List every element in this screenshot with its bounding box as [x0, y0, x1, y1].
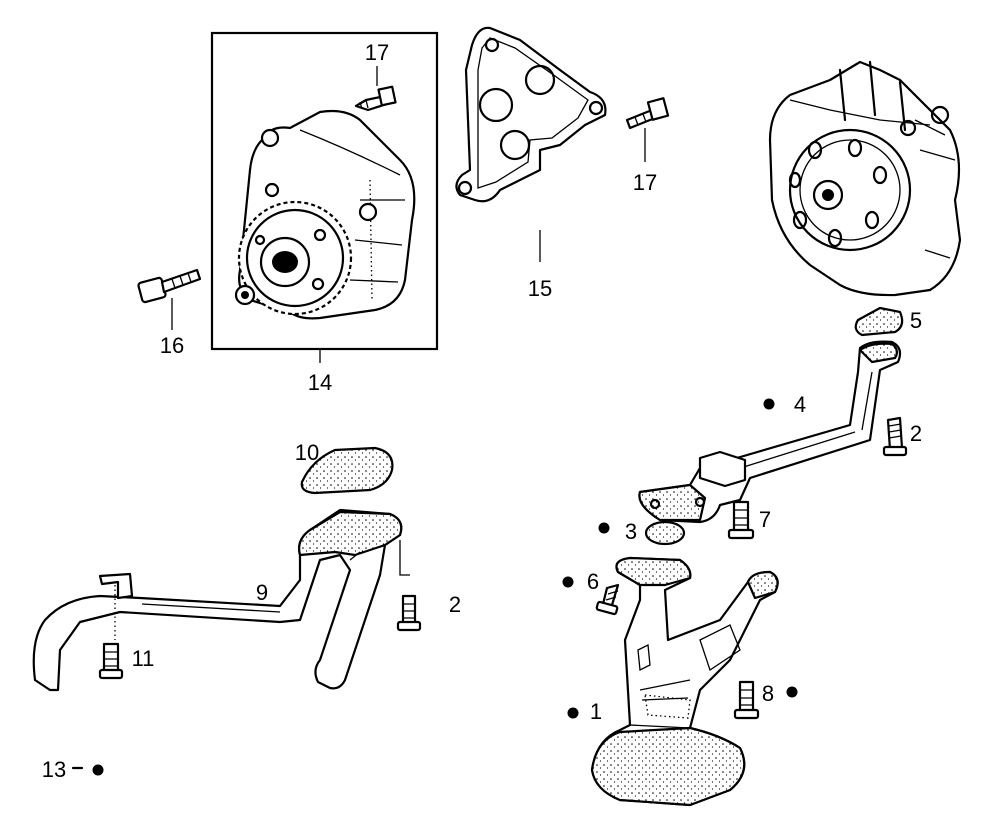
marker-dot-13 [92, 764, 104, 776]
callout-17-right: 17 [633, 170, 657, 195]
gasket-10 [300, 446, 394, 495]
callout-17-left: 17 [365, 40, 389, 65]
bolt-2-right [882, 416, 908, 457]
bolt-6 [595, 583, 620, 616]
marker-dot-4 [763, 398, 775, 410]
engine-block [768, 60, 962, 297]
callout-13: 13 [42, 757, 66, 782]
callout-16: 16 [160, 333, 184, 358]
callout-4: 4 [794, 392, 806, 417]
callout-1: 1 [590, 699, 602, 724]
bolt-17-left [354, 66, 397, 112]
callout-15: 15 [528, 276, 552, 301]
marker-dot-3 [598, 522, 610, 534]
marker-dot-1 [567, 707, 579, 719]
pipe-9 [32, 508, 410, 692]
bolt-17-right [625, 97, 670, 162]
callout-2-right: 2 [910, 421, 922, 446]
callout-9: 9 [256, 580, 268, 605]
callout-8: 8 [762, 681, 774, 706]
gasket-5 [854, 306, 904, 337]
callout-10: 10 [295, 440, 319, 465]
gasket-15 [455, 26, 607, 262]
bolt-16 [137, 268, 202, 330]
oil-strainer-1 [590, 556, 779, 807]
bolt-2-left [396, 594, 422, 632]
bolt-8 [733, 680, 760, 720]
callout-11: 11 [132, 646, 155, 671]
callout-3: 3 [625, 519, 637, 544]
oil-pump-assembly [210, 31, 439, 363]
bolt-7 [727, 500, 755, 540]
bolt-11 [98, 642, 124, 680]
marker-dot-6 [562, 576, 574, 588]
callout-5: 5 [910, 308, 922, 333]
callout-14: 14 [308, 370, 332, 395]
assembly-frame [210, 31, 439, 351]
marker-dot-8 [786, 686, 798, 698]
callout-2-left: 2 [449, 592, 461, 617]
o-ring-3 [644, 520, 686, 546]
callout-6: 6 [587, 569, 599, 594]
callout-7: 7 [759, 507, 771, 532]
pipe-4 [638, 340, 902, 524]
